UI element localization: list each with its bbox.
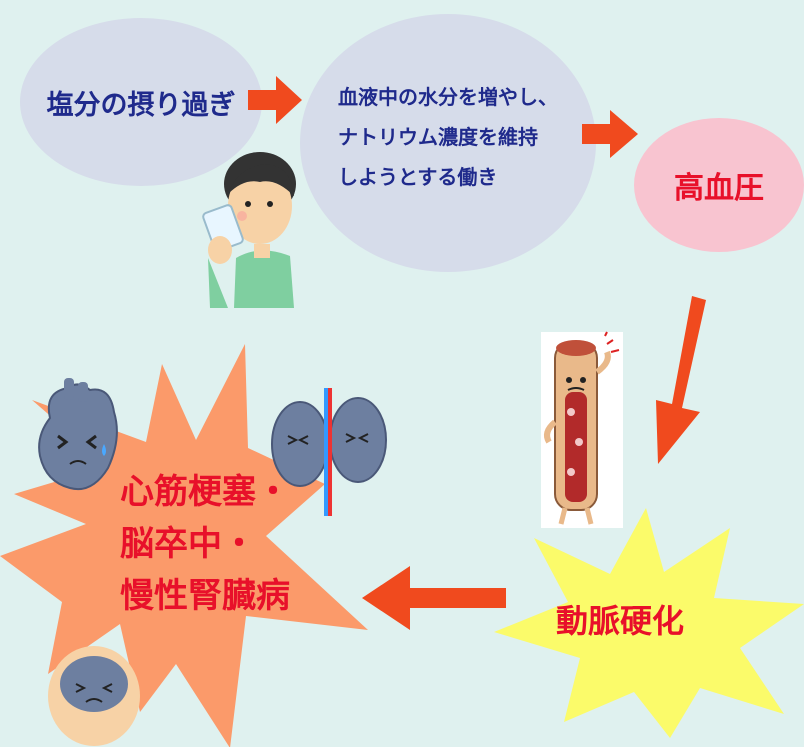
atherosclerosis-starburst xyxy=(494,508,804,738)
atherosclerosis-label: 動脈硬化 xyxy=(556,603,685,639)
hypertension-label: 高血圧 xyxy=(674,172,764,205)
salt-bubble: 塩分の摂り過ぎ xyxy=(20,18,262,186)
water-line-2: ナトリウム濃度を維持 xyxy=(338,127,538,149)
heart-icon xyxy=(38,378,118,490)
arrow-atherosclerosis-to-diseases xyxy=(362,566,506,630)
arrow-salt-to-water xyxy=(248,76,302,124)
kidney-icon xyxy=(271,388,387,516)
disease-line-3: 慢性腎臓病 xyxy=(120,577,290,615)
blood-vessel-icon xyxy=(541,331,623,528)
salt-label: 塩分の摂り過ぎ xyxy=(46,89,236,120)
arrow-hypertension-to-atherosclerosis xyxy=(656,296,706,464)
water-line-1: 血液中の水分を増やし、 xyxy=(338,87,558,109)
water-text: 血液中の水分を増やし、 ナトリウム濃度を維持 しようとする働き xyxy=(338,78,558,198)
water-bubble: 血液中の水分を増やし、 ナトリウム濃度を維持 しようとする働き xyxy=(300,14,596,272)
brain-head-icon xyxy=(48,646,140,746)
disease-line-2: 脳卒中・ xyxy=(120,525,256,563)
disease-line-1: 心筋梗塞・ xyxy=(120,473,290,511)
arrow-water-to-hypertension xyxy=(582,110,638,158)
hypertension-bubble: 高血圧 xyxy=(634,118,804,252)
person-drinking-icon xyxy=(202,152,296,308)
diseases-text: 心筋梗塞・ 脳卒中・ 慢性腎臓病 xyxy=(120,466,290,622)
water-line-3: しようとする働き xyxy=(338,167,498,189)
